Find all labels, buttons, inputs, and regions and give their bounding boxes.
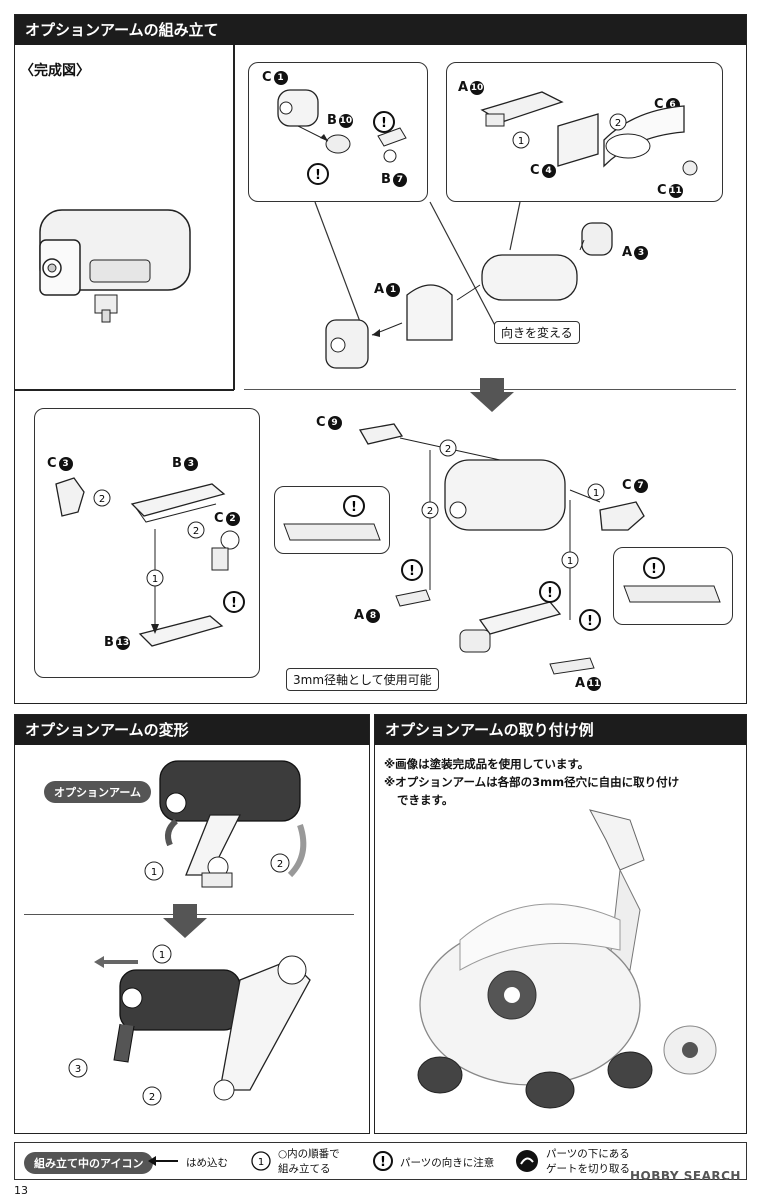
legend-press: はめ込む bbox=[186, 1157, 228, 1169]
detail-callouts-drawing: ! ! bbox=[283, 495, 721, 603]
axis-usage-tag: 3mm径軸として使用可能 bbox=[286, 668, 439, 691]
down-arrow bbox=[470, 378, 514, 412]
callout2-parts-drawing: 1 2 bbox=[480, 91, 698, 176]
legend-order-1: ○内の順番で bbox=[278, 1148, 340, 1160]
gate-cut-icon bbox=[516, 1150, 538, 1172]
svg-text:2: 2 bbox=[277, 859, 283, 870]
svg-text:3: 3 bbox=[75, 1064, 81, 1075]
svg-text:!: ! bbox=[547, 586, 553, 601]
svg-text:1: 1 bbox=[593, 488, 599, 499]
svg-text:!: ! bbox=[231, 596, 237, 611]
svg-text:1: 1 bbox=[159, 950, 165, 961]
legend-gate-1: パーツの下にある bbox=[546, 1148, 630, 1160]
callout1-caution-icons: ! ! bbox=[307, 111, 395, 185]
svg-text:!: ! bbox=[587, 614, 593, 629]
transform-title: オプションアームの変形 bbox=[15, 715, 369, 745]
svg-text:1: 1 bbox=[258, 1157, 264, 1168]
legend-gate-2: ゲートを切り取る bbox=[546, 1163, 630, 1175]
legend-order-2: 組み立てる bbox=[278, 1163, 331, 1175]
svg-text:2: 2 bbox=[99, 494, 105, 505]
press-arrow-icon bbox=[148, 1156, 178, 1166]
callout-pointers bbox=[314, 201, 521, 336]
completed-arm-illustration bbox=[39, 209, 191, 323]
svg-text:!: ! bbox=[651, 562, 657, 577]
svg-text:1: 1 bbox=[152, 574, 158, 585]
mount-title: オプションアームの取り付け例 bbox=[375, 715, 746, 745]
transform-step2-drawing: 1 3 2 bbox=[68, 944, 311, 1106]
mount-note-2: ※オプションアームは各部の3mm径穴に自由に取り付け bbox=[384, 775, 680, 789]
option-arm-pill: オプションアーム bbox=[44, 781, 152, 803]
turn-direction-tag: 向きを変える bbox=[494, 321, 580, 344]
complete-view-divider bbox=[233, 45, 235, 390]
caution-icon: ! bbox=[373, 1151, 393, 1171]
complete-view-bottom bbox=[14, 389, 234, 391]
transform-step1-drawing: 1 2 bbox=[144, 760, 307, 888]
watermark: HOBBY SEARCH bbox=[630, 1169, 741, 1183]
svg-text:!: ! bbox=[351, 500, 357, 515]
callout1-parts-drawing bbox=[277, 89, 407, 163]
legend-box bbox=[14, 1142, 747, 1180]
svg-text:!: ! bbox=[315, 168, 321, 183]
svg-text:2: 2 bbox=[445, 444, 451, 455]
page-number: 13 bbox=[14, 1184, 28, 1197]
order-number-icon: 1 bbox=[251, 1151, 271, 1171]
svg-text:1: 1 bbox=[518, 136, 524, 147]
legend-caution: パーツの向きに注意 bbox=[400, 1157, 495, 1169]
svg-text:2: 2 bbox=[427, 506, 433, 517]
assembly-title: オプションアームの組み立て bbox=[15, 15, 746, 45]
main-assembly-step2-drawing: 2 2 1 1 ! ! ! bbox=[358, 423, 645, 675]
svg-text:2: 2 bbox=[615, 118, 621, 129]
svg-text:1: 1 bbox=[567, 556, 573, 567]
mount-note-1: ※画像は塗装完成品を使用しています。 bbox=[384, 757, 590, 771]
svg-text:2: 2 bbox=[149, 1092, 155, 1103]
main-assembly-drawing bbox=[325, 222, 613, 369]
svg-text:!: ! bbox=[381, 116, 387, 131]
legend-pill: 組み立て中のアイコン bbox=[24, 1152, 154, 1174]
callout-a8-detail bbox=[274, 486, 390, 554]
svg-text:!: ! bbox=[409, 564, 415, 579]
complete-view-label: 〈完成図〉 bbox=[20, 63, 90, 79]
svg-text:1: 1 bbox=[151, 867, 157, 878]
callout3-parts-drawing: 1 2 2 ! bbox=[55, 477, 245, 647]
mount-note-3: できます。 bbox=[397, 793, 454, 807]
svg-text:!: ! bbox=[380, 1155, 386, 1170]
transform-down-arrow bbox=[163, 904, 207, 938]
svg-text:2: 2 bbox=[193, 526, 199, 537]
mount-example-photo bbox=[417, 809, 717, 1109]
